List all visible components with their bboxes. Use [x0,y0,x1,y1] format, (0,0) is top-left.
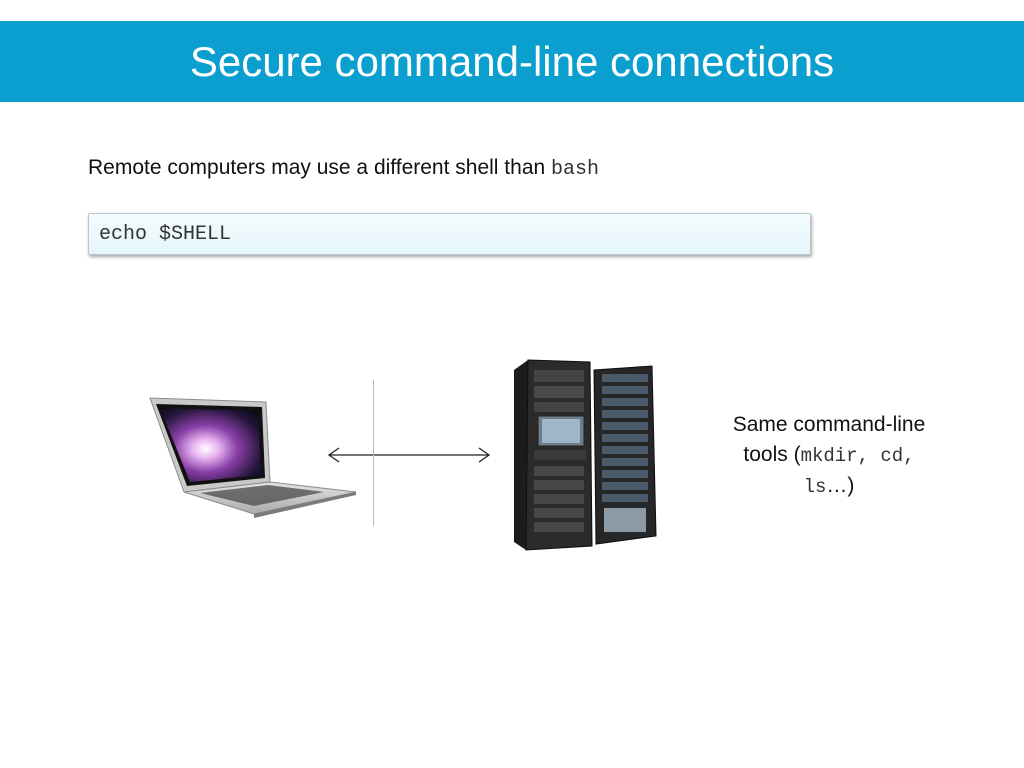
caption-line2: tools (mkdir, cd, [700,440,958,471]
double-arrow-icon [327,447,491,463]
caption-sep-2: , [903,445,915,467]
caption-sep-1: , [857,445,881,467]
code-block: echo $SHELL [88,213,811,255]
intro-line: Remote computers may use a different she… [88,156,599,181]
server-rack-icon [508,356,660,557]
code-command: echo $SHELL [99,223,232,246]
caption-cmd-mkdir: mkdir [800,445,858,467]
intro-text: Remote computers may use a different she… [88,156,552,179]
title-bar: Secure command-line connections [0,21,1024,102]
laptop-icon [146,396,358,525]
caption-cmd-ls: ls [803,476,827,498]
caption-tools-prefix: tools ( [743,443,801,466]
caption: Same command-line tools (mkdir, cd, ls…) [700,410,958,502]
divider-line [373,380,374,526]
caption-cmd-cd: cd [880,445,904,467]
caption-line1: Same command-line [732,413,926,436]
caption-line3: ls…) [700,471,958,502]
slide-title: Secure command-line connections [189,38,835,85]
intro-code: bash [551,158,600,181]
caption-suffix: …) [826,474,855,497]
